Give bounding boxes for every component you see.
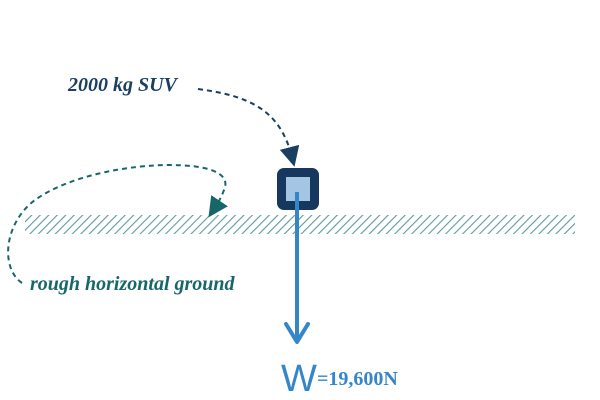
- ground-label: rough horizontal ground: [30, 273, 236, 295]
- ground-label-arrow: [7, 163, 228, 284]
- suv-label: 2000 kg SUV: [67, 74, 179, 96]
- suv-label-arrow: [197, 88, 300, 167]
- downward-arrow-icon: [284, 192, 310, 344]
- weight-value: =19,600N: [317, 368, 398, 390]
- ground-surface: [25, 215, 575, 234]
- weight-symbol: W: [281, 358, 317, 400]
